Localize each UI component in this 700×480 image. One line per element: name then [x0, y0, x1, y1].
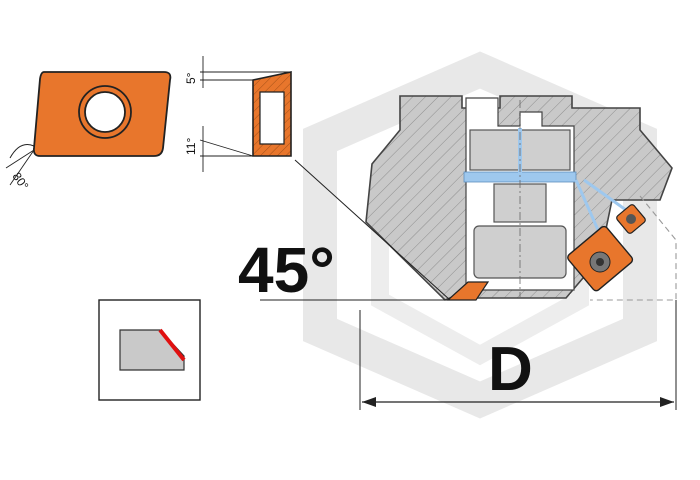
- clearance-top-label: 5°: [184, 72, 198, 84]
- insert-top-view: 80°: [5, 71, 172, 193]
- cutter-insert: [567, 204, 646, 292]
- diameter-label: D: [488, 335, 533, 404]
- approach-angle-label: 45°: [238, 234, 335, 306]
- insert-side-view: 5° 11°: [184, 56, 292, 172]
- diameter-dimension: D: [359, 300, 677, 410]
- edge-profile-symbol: [98, 299, 201, 401]
- approach-angle-indicator: 45°: [238, 159, 451, 306]
- corner-angle-label: 80°: [10, 170, 32, 193]
- cutter-section: [365, 95, 677, 301]
- clearance-side-label: 11°: [184, 138, 198, 155]
